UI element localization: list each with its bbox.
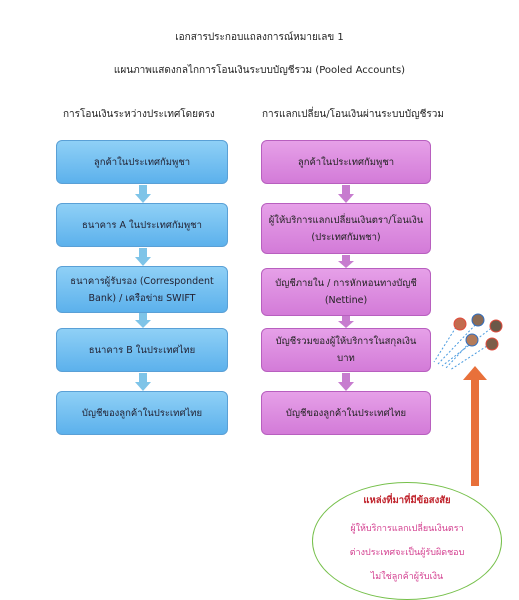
document-reference: เอกสารประกอบแถลงการณ์หมายเลข 1: [175, 32, 344, 43]
right-down-arrow: [338, 255, 354, 268]
people-network-icon: [433, 313, 503, 371]
left-box-customer-account-thailand: บัญชีของลูกค้าในประเทศไทย: [56, 391, 228, 435]
left-column-title: การโอนเงินระหว่างประเทศโดยตรง: [63, 109, 215, 120]
left-down-arrow: [135, 185, 151, 203]
right-box-internal-netting: บัญชีภายใน / การหักหอนทางบัญชี (Nettine): [261, 268, 431, 316]
right-column-title: การแลกเปลี่ยน/โอนเงินผ่านระบบบัญชีรวม: [262, 109, 444, 120]
callout-line-1: ผู้ให้บริการแลกเปลี่ยนเงินตรา: [350, 524, 464, 534]
right-down-arrow: [338, 185, 354, 203]
right-box-customer-account-thailand: บัญชีของลูกค้าในประเทศไทย: [261, 391, 431, 435]
left-down-arrow: [135, 248, 151, 266]
callout-title: แหล่งที่มาที่มีข้อสงสัย: [363, 495, 451, 506]
left-box-customer-cambodia: ลูกค้าในประเทศกัมพูชา: [56, 140, 228, 184]
right-down-arrow: [338, 373, 354, 391]
left-box-bank-b: ธนาคาร B ในประเทศไทย: [56, 328, 228, 372]
callout-line-2: ต่างประเทศจะเป็นผู้รับผิดชอบ: [349, 548, 465, 558]
left-box-bank-a: ธนาคาร A ในประเทศกัมพูชา: [56, 203, 228, 247]
callout-line-3: ไม่ใช่ลูกค้าผู้รับเงิน: [370, 572, 444, 582]
right-box-exchange-provider: ผู้ให้บริการแลกเปลี่ยนเงินตรา/โอนเงิน (ป…: [261, 203, 431, 254]
diagram-title: แผนภาพแสดงกลไกการโอนเงินระบบบัญชีรวม (Po…: [113, 65, 406, 76]
right-box-pooled-account-thb: บัญชีรวมของผู้ให้บริการในสกุลเงินบาท: [261, 328, 431, 372]
orange-up-arrow: [463, 366, 487, 486]
left-down-arrow: [135, 313, 151, 328]
right-down-arrow: [338, 316, 354, 328]
right-box-customer-cambodia: ลูกค้าในประเทศกัมพูชา: [261, 140, 431, 184]
left-box-correspondent-bank: ธนาคารผู้รับรอง (Correspondent Bank) / เ…: [56, 266, 228, 313]
left-down-arrow: [135, 373, 151, 391]
